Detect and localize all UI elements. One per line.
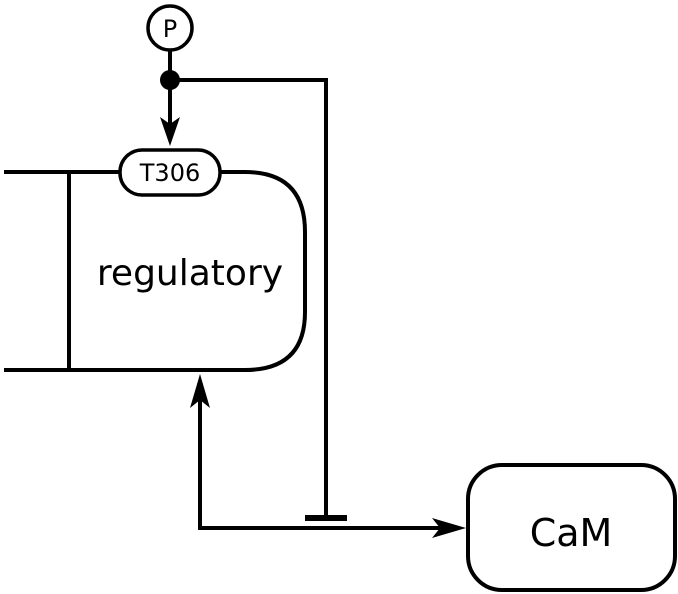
- t306-site-pill: [118, 148, 222, 197]
- regulatory-domain[interactable]: regulatory: [4, 170, 307, 372]
- phosphorylation-arrow-head: [160, 117, 180, 146]
- phosphate-label: P: [163, 15, 177, 43]
- binding-arrow-head-right: [432, 518, 466, 538]
- cam-node-label: CaM: [530, 511, 613, 555]
- regulatory-domain-outline: [4, 170, 307, 372]
- t306-site-label: T306: [139, 159, 200, 187]
- binding-line: [198, 392, 446, 530]
- t306-site[interactable]: T306: [118, 148, 222, 197]
- inhibition-line: [170, 78, 328, 518]
- regulatory-domain-label: regulatory: [97, 253, 283, 294]
- cam-node[interactable]: CaM: [466, 463, 677, 592]
- cam-node-box: [466, 463, 677, 592]
- phosphate-node[interactable]: P: [146, 4, 194, 52]
- binding-arrow-head-up: [190, 374, 210, 408]
